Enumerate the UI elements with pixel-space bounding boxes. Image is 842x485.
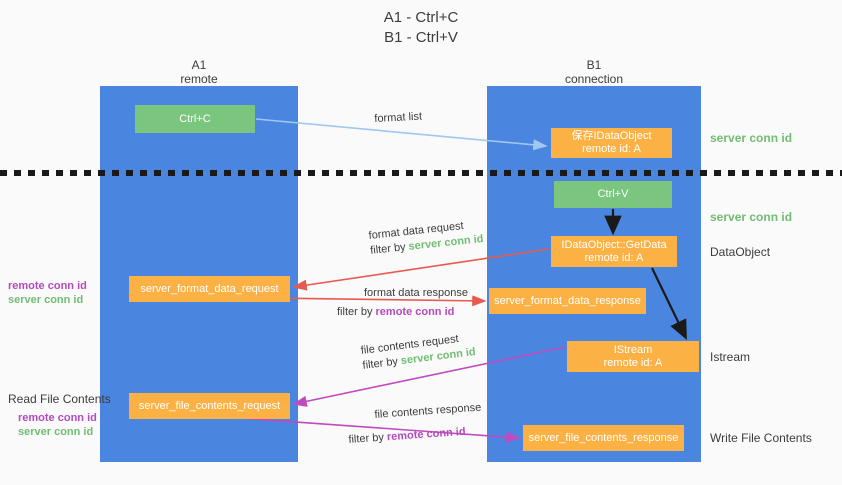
edge-format-list: [255, 118, 548, 151]
annotation-server-conn-id-mid: server conn id: [710, 210, 793, 224]
column-caption-a1: A1 remote: [180, 58, 218, 86]
edge-getdata-to-istream: [651, 267, 687, 340]
node-server-file-contents-response[interactable]: server_file_contents_response: [523, 425, 684, 451]
edge-format-data-request: [292, 248, 550, 291]
node-server-format-data-request[interactable]: server_format_data_request: [129, 276, 290, 302]
node-server-format-data-response[interactable]: server_format_data_response: [489, 288, 646, 314]
column-caption-b1: B1 connection: [564, 58, 624, 86]
node-ctrl-v[interactable]: Ctrl+V: [554, 181, 672, 208]
node-ctrl-c[interactable]: Ctrl+C: [135, 105, 255, 133]
annotation-group-file-ids: remote conn id server conn id: [18, 411, 97, 439]
annotation-remote-conn-id-2: remote conn id: [18, 412, 97, 424]
annotation-remote-conn-id-1: remote conn id: [8, 280, 87, 292]
annotation-group-format-ids: remote conn id server conn id: [8, 279, 87, 307]
annotation-server-conn-id-top: server conn id: [710, 131, 793, 145]
node-save-idataobject[interactable]: 保存IDataObject remote id: A: [551, 128, 672, 158]
node-server-file-contents-request[interactable]: server_file_contents_request: [129, 393, 290, 419]
annotation-server-conn-id-2: server conn id: [18, 426, 94, 438]
annotation-read-file-contents: Read File Contents: [8, 392, 111, 406]
node-istream[interactable]: IStream remote id: A: [567, 341, 699, 372]
annotation-istream: Istream: [710, 350, 751, 364]
edge-label-format-data-response: format data response: [364, 287, 468, 299]
annotation-server-conn-id-1: server conn id: [8, 294, 84, 306]
page-title: A1 - Ctrl+C B1 - Ctrl+V: [383, 9, 459, 46]
annotation-dataobject: DataObject: [710, 245, 771, 259]
annotation-write-file-contents: Write File Contents: [710, 431, 812, 445]
edge-label-format-list: format list: [374, 110, 423, 125]
edge-file-contents-request: [292, 346, 566, 407]
edge-label-format-data-response-filter: filter by remote conn id: [337, 306, 455, 318]
node-idataobject-getdata[interactable]: IDataObject::GetData remote id: A: [551, 236, 677, 267]
